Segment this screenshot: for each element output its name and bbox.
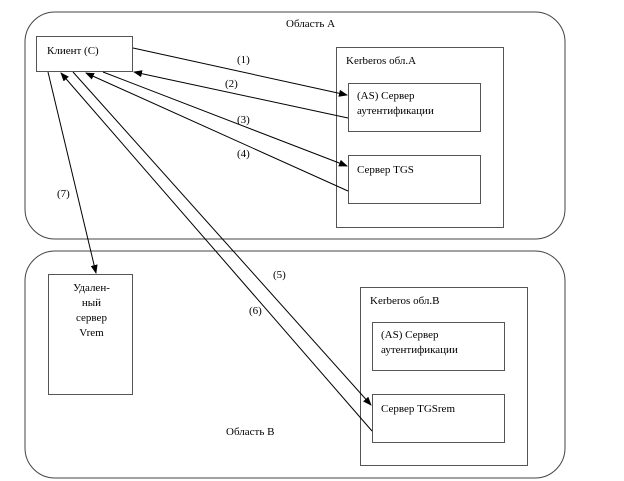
tgs-server-a-label: Сервер TGS [357,164,414,176]
as-server-b-line2: аутентификации [381,344,458,356]
client-label: Клиент (С) [47,45,99,57]
step-label-1: (1) [237,54,250,66]
remote-server-line1: Удален- [73,282,110,294]
as-server-b-line1: (AS) Сервер [381,329,439,341]
tgs-server-b-label: Сервер TGSrem [381,403,455,415]
step-label-3: (3) [237,114,250,126]
step-label-2: (2) [225,78,238,90]
tgs-server-a-box[interactable]: Сервер TGS [348,155,481,204]
remote-server-line2: ный [81,297,102,309]
kerberos-b-title: Kerberos обл.В [370,295,440,307]
as-server-a-line1: (AS) Сервер [357,90,415,102]
tgs-server-b-box[interactable]: Сервер TGSrem [372,394,505,443]
kerberos-a-title: Kerberos обл.А [346,55,417,67]
step-label-7: (7) [57,188,70,200]
remote-server-box[interactable]: Удален- ный сервер Vrem [48,274,133,395]
step-label-6: (6) [249,305,262,317]
area-a-title: Область А [286,18,336,30]
step-label-5: (5) [273,269,286,281]
area-b-title: Область В [226,426,275,438]
remote-server-line3: сервер [76,312,107,324]
step-label-4: (4) [237,148,250,160]
client-box[interactable]: Клиент (С) [36,36,133,72]
as-server-a-line2: аутентификации [357,105,434,117]
as-server-a-box[interactable]: (AS) Сервер аутентификации [348,83,481,132]
as-server-b-box[interactable]: (AS) Сервер аутентификации [372,322,505,371]
remote-server-line4: Vrem [79,327,104,339]
